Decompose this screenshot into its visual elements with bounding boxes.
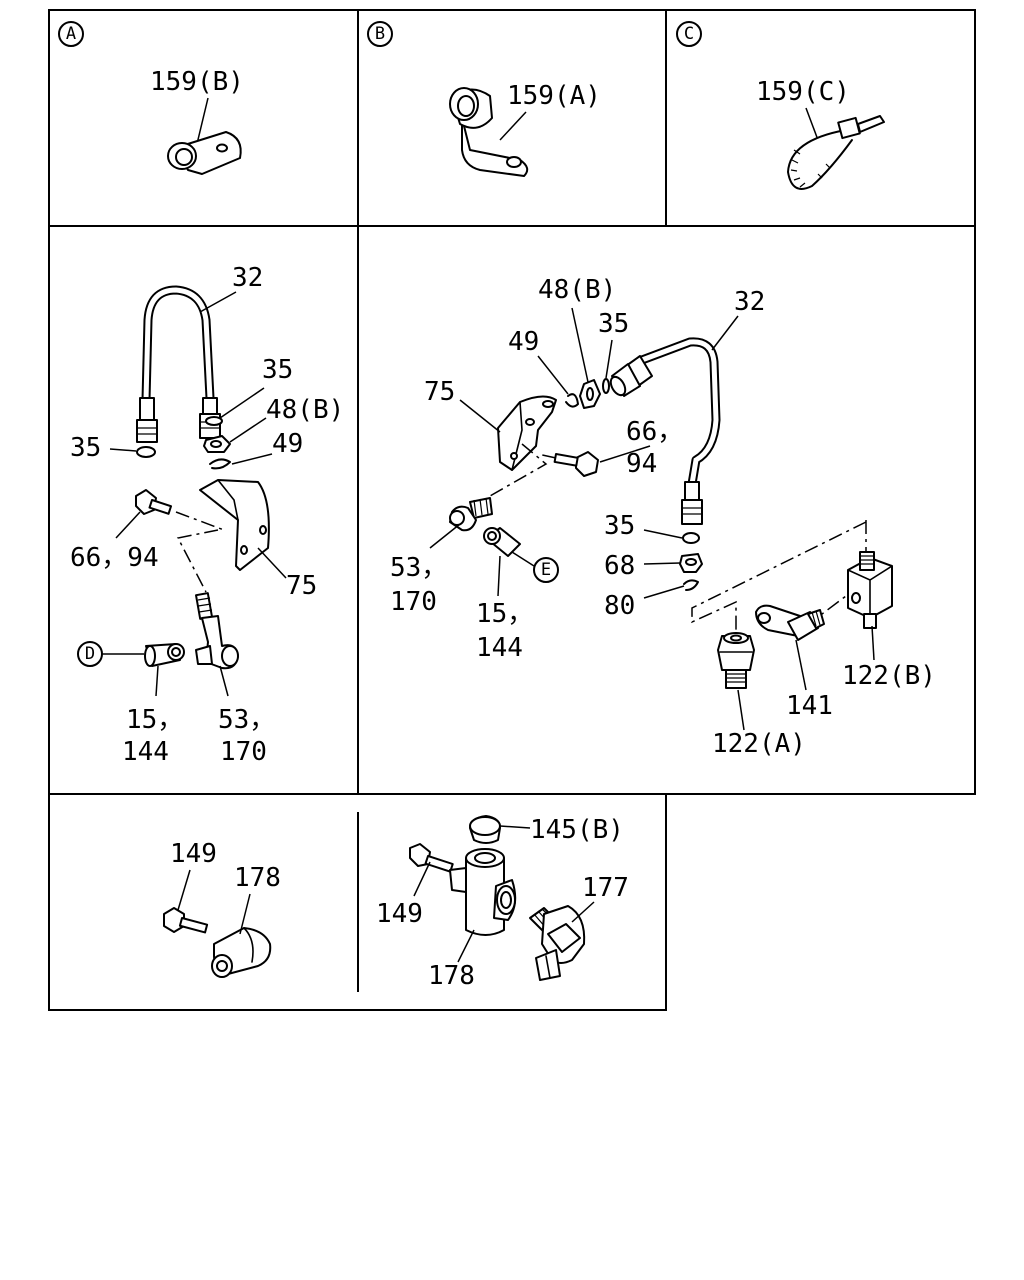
nut-48b-icon [203, 435, 231, 453]
label-15-left: 15， [126, 705, 183, 735]
label-170-left: 170 [220, 737, 267, 767]
label-75: 75 [286, 571, 317, 601]
label-170-right: 170 [390, 587, 437, 617]
panel-c-marker [676, 21, 702, 47]
panel-b: B 159(A) [367, 21, 601, 177]
tee-178-right-icon [449, 848, 517, 936]
label-159b: 159(B) [150, 67, 244, 97]
label-66-94: 66，94 [70, 543, 159, 573]
panel-b-marker-letter: B [375, 24, 385, 44]
bolt-149-right-icon [409, 843, 454, 873]
panel-left: 32 35 48(B) 49 35 75 [70, 263, 344, 767]
connector-177-icon [529, 905, 586, 981]
label-75-right: 75 [424, 377, 455, 407]
ref-marker-e [533, 557, 559, 583]
label-35-right-top: 35 [598, 309, 629, 339]
label-159c: 159(C) [756, 77, 850, 107]
label-149-left: 149 [170, 839, 217, 869]
panel-a-marker [58, 21, 84, 47]
clip-49-icon [209, 458, 231, 470]
label-149-right: 149 [376, 899, 423, 929]
label-48b-right: 48(B) [538, 275, 616, 305]
hose-fitting-right [199, 397, 221, 439]
label-35-upper: 35 [262, 355, 293, 385]
label-35-right-lower: 35 [604, 511, 635, 541]
panel-right: 32 48(B) 35 49 75 66， 94 [390, 275, 936, 759]
panel-bottom-left: 149 178 [163, 839, 281, 978]
label-32: 32 [232, 263, 263, 293]
label-80: 80 [604, 591, 635, 621]
panel-c: C 159(C) [676, 21, 885, 190]
adapter-122a-icon [717, 632, 755, 689]
label-122b: 122(B) [842, 661, 936, 691]
label-35-lower: 35 [70, 433, 101, 463]
bracket-75-right-icon [497, 395, 557, 471]
label-178-left: 178 [234, 863, 281, 893]
washer-35-right-icon [602, 378, 610, 394]
label-32-right: 32 [734, 287, 765, 317]
label-122a: 122(A) [712, 729, 806, 759]
label-53-left: 53， [218, 705, 275, 735]
ref-marker-d-letter: D [85, 644, 95, 664]
hose-fitting-left [136, 397, 158, 443]
label-66-right: 66， [626, 417, 683, 447]
cap-145b-icon [469, 815, 501, 844]
panel-bottom-right: 145(B) 149 178 177 [376, 815, 629, 991]
p-clip-icon [167, 131, 242, 175]
nipple-15-icon [144, 643, 185, 667]
label-48b: 48(B) [266, 395, 344, 425]
hose-fitting-bottom [681, 481, 703, 525]
bolt-66-right-icon [553, 451, 599, 477]
panel-a: A 159(B) [58, 21, 244, 175]
bolt-149-icon [163, 907, 209, 934]
tee-122b-icon [847, 551, 893, 629]
label-49: 49 [272, 429, 303, 459]
label-144-right: 144 [476, 633, 523, 663]
swivel-fitting-53-right-icon [449, 497, 493, 532]
bolt-66-icon [135, 489, 173, 515]
nut-48b-right-icon [579, 379, 601, 409]
label-15-right: 15， [476, 599, 533, 629]
label-177: 177 [582, 873, 629, 903]
label-53-right: 53， [390, 553, 447, 583]
label-145b: 145(B) [530, 815, 624, 845]
label-49-right: 49 [508, 327, 539, 357]
swivel-fitting-53-icon [195, 592, 239, 670]
label-68: 68 [604, 551, 635, 581]
washer-35-icon [205, 416, 223, 426]
tee-178-icon [211, 927, 272, 978]
clip-80-icon [683, 579, 699, 591]
bracket-75-icon [199, 479, 270, 571]
panel-c-marker-letter: C [684, 24, 694, 44]
nut-68-icon [679, 553, 703, 573]
label-94-right: 94 [626, 449, 657, 479]
clip-49-right-icon [565, 393, 579, 408]
label-144-left: 144 [122, 737, 169, 767]
washer-35-right-lower-icon [682, 532, 700, 544]
panel-a-marker-letter: A [66, 24, 76, 44]
banjo-141-icon [755, 604, 825, 641]
panel-b-marker [367, 21, 393, 47]
cable-tie-icon [787, 115, 885, 190]
nipple-15-right-icon [483, 527, 521, 557]
ref-marker-e-letter: E [541, 560, 551, 580]
frame-grid [48, 9, 976, 1011]
label-141: 141 [786, 691, 833, 721]
washer-35-left-icon [136, 446, 156, 458]
label-178-right: 178 [428, 961, 475, 991]
label-159a: 159(A) [507, 81, 601, 111]
hose-fitting-top [609, 355, 653, 397]
bracket-clamp-icon [449, 87, 529, 177]
